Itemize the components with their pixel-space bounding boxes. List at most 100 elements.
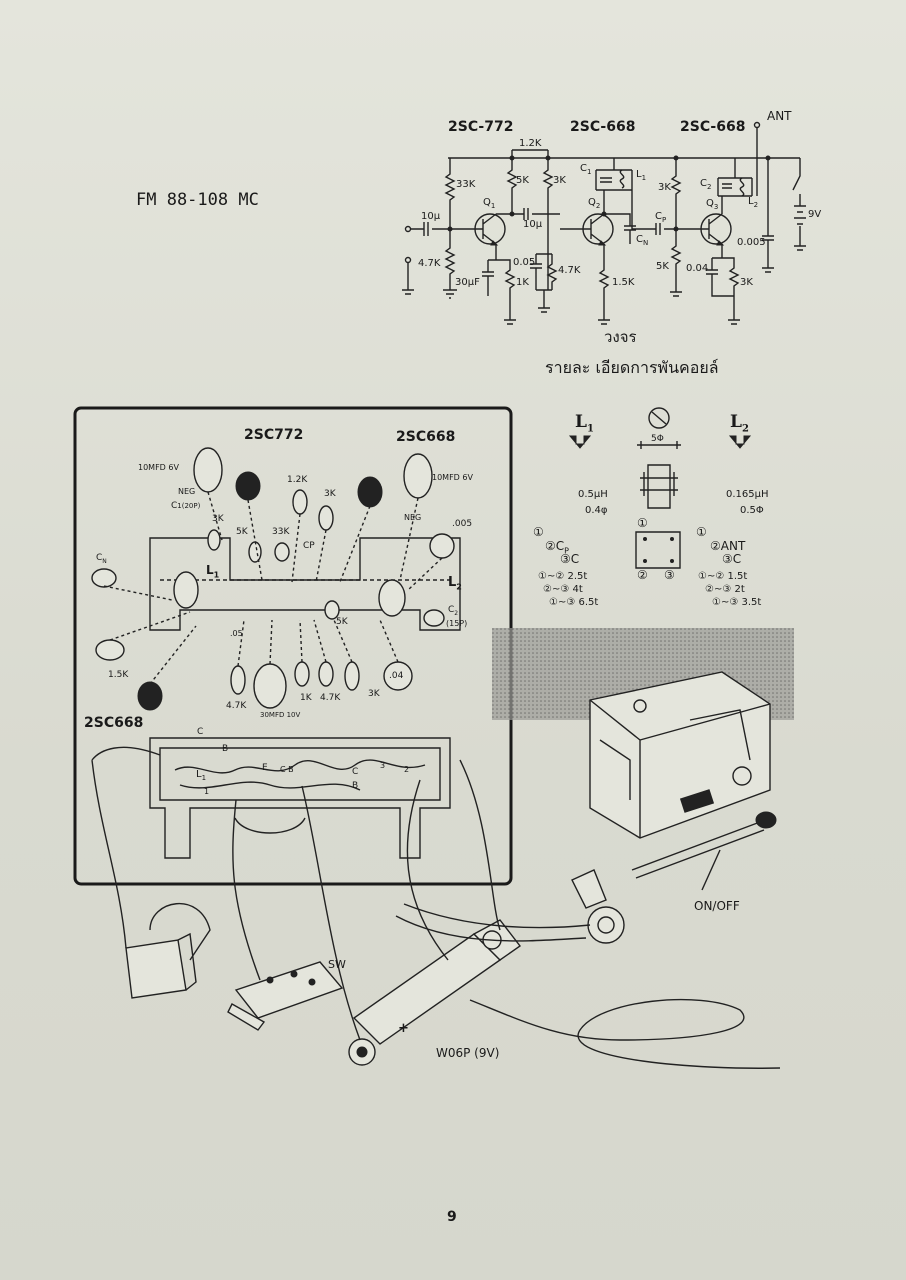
assembly-drawing [91,628,794,1069]
board-r47k: 4.7K [226,701,247,711]
l1-inductance: 0.5µH [578,489,608,500]
switch-label: SW [328,958,346,971]
l1-label: L1 [636,169,647,182]
onoff-label: ON/OFF [694,899,740,913]
coil-l1-title: L1 [575,412,594,435]
board-r33k: 33K [272,527,290,537]
l2-pin2: ②ANT [710,539,746,553]
l1-pin1: ① [533,525,544,539]
coil-pin3: ③ [664,568,675,582]
board-c2-value: (15P) [446,619,468,628]
band-title: FM 88-108 MC [136,190,259,210]
l2-pin1: ① [696,525,707,539]
board-r3k-b: 3K [324,489,336,499]
coil-diameter: 5Φ [651,434,664,444]
l2-turns-1-3: ①~③ 3.5t [712,597,762,608]
l2-turns-1-2: ①~② 1.5t [698,571,748,582]
pcb-c2: C [352,767,359,777]
l1-turns-1-3: ①~③ 6.5t [549,597,599,608]
l2-pin3: ③C [722,552,742,566]
board-l2: L2 [448,575,462,592]
cn-label: CN [636,234,649,247]
board-r3k-a: 3K [212,514,224,524]
coil-l2-title: L2 [730,412,749,435]
c-004-label: 0.04 [686,263,709,274]
pcb-b2: B [352,781,359,791]
board-c30: 30MFD 10V [260,711,301,719]
r-1-5k-label: 1.5K [612,277,635,288]
l2-turns-2-3: ②~③ 2t [705,584,745,595]
pcb-pin3: 3 [380,761,386,770]
board-r1k: 1K [300,693,312,703]
board-c1: C1(20P) [171,501,201,511]
l2-label: L2 [748,196,759,209]
board-cap-left: 10MFD 6V [138,463,179,472]
pcb-pin1: 1 [204,787,210,796]
l1-pin2: ②CP [545,539,569,556]
board-cp: CP [303,541,315,551]
r-1-2k-label: 1.2K [519,138,542,149]
coil-heading: รายละ เอียดการพันคอยล์ [545,358,719,377]
circuit-schematic [402,121,806,325]
ant-label: ANT [767,109,792,123]
board-c005: .005 [452,519,473,529]
r-4-7k-b-label: 4.7K [558,265,581,276]
c-005-label: 0.05 [513,257,536,268]
l2-arrow [728,435,752,449]
pcb-b: B [222,744,229,754]
l1-pin3: ③C [560,552,580,566]
board-c05: .05 [230,629,243,638]
l2-wire: 0.5Φ [740,505,764,516]
board-q2-label: 2SC668 [396,429,456,445]
board-c2: C2 [448,605,459,617]
q1-label: Q1 [483,197,496,210]
battery-9v-label: 9V [808,209,822,220]
l1-turns-2-3: ②~③ 4t [543,584,583,595]
page-number: 9 [447,1209,457,1225]
board-r15k: 1.5K [108,670,129,680]
board-c04: .04 [389,671,404,681]
coil-detail-diagram [568,407,752,569]
c2-label: C2 [700,178,712,191]
board-neg-right: NEG [404,513,422,522]
board-r12k: 1.2K [287,475,308,485]
q3-label: Q3 [706,198,719,211]
q1-type-label: 2SC-772 [448,119,514,135]
r-33k-label: 33K [456,179,476,190]
r-4-7k-a-label: 4.7K [418,258,441,269]
board-r47k2: 4.7K [320,693,341,703]
battery-label: W06P (9V) [436,1046,500,1060]
l2-inductance: 0.165µH [726,489,769,500]
battery-plus-sign: + [398,1021,409,1036]
board-neg-left: NEG [178,487,196,496]
cp-label: CP [655,211,667,224]
q2-label: Q2 [588,197,601,210]
coil-pin1: ① [637,516,648,530]
board-sk: 5K [336,617,348,627]
q2-type-label: 2SC-668 [570,119,636,135]
c-30uf-label: 30µF [455,277,480,288]
board-cn: CN [96,553,107,565]
pcb-cb: C B [280,765,294,774]
c-0005-label: 0.005 [737,237,766,248]
r-3k-c-label: 3K [740,277,753,288]
schematic-caption: วงจร [604,328,637,346]
board-r5k: 5K [236,527,248,537]
pcb-e: E [262,763,268,773]
pcb-l1: L1 [196,769,207,782]
r-3k-label: 3K [553,175,566,186]
c1-label: C1 [580,163,592,176]
l1-wire: 0.4φ [585,505,608,516]
c-10u-mid-label: 10µ [523,219,543,230]
l1-arrow [568,435,592,449]
r-5k-b-label: 5K [656,261,669,272]
board-cap-right: 10MFD 6V [432,473,473,482]
pcb-c: C [197,727,204,737]
coil-pin2: ② [637,568,648,582]
r-3k-b-label: 3K [658,182,671,193]
r-1k-label: 1K [516,277,529,288]
c-10u-in-label: 10µ [421,211,441,222]
l1-turns-1-2: ①~② 2.5t [538,571,588,582]
board-q3-label: 2SC668 [84,715,144,731]
